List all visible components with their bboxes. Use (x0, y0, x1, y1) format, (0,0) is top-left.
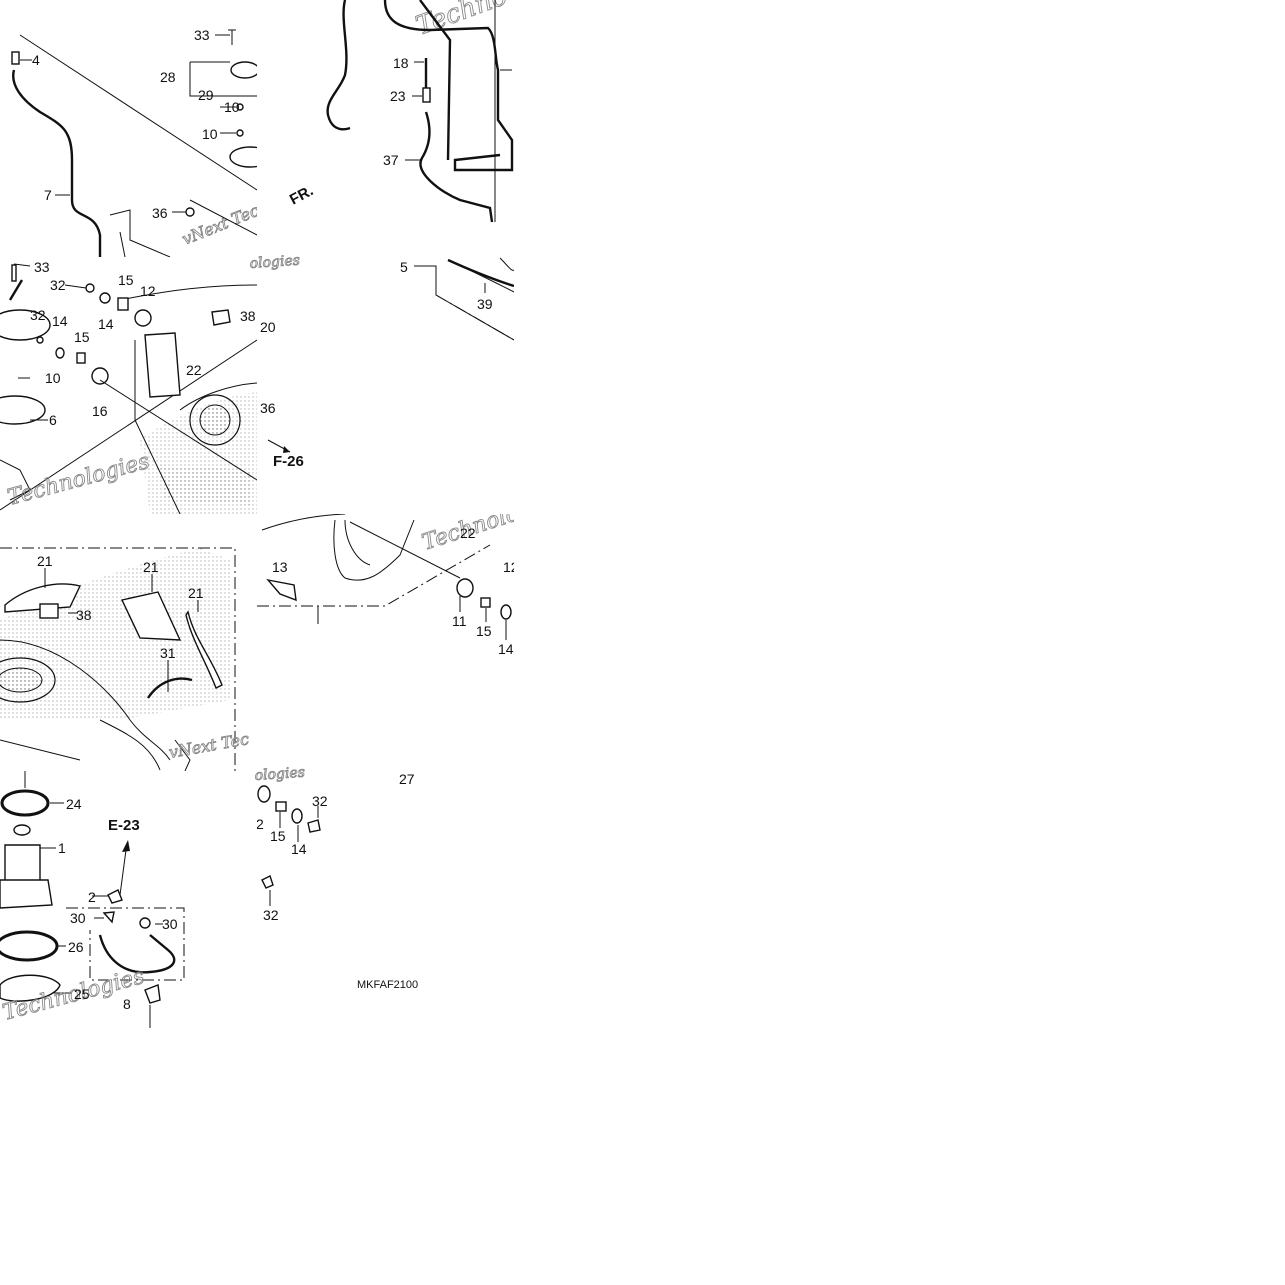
watermark: Technologies (419, 487, 565, 556)
callout-33: 33 (194, 27, 210, 43)
callout-10: 10 (45, 370, 61, 386)
callout-10: 10 (202, 126, 218, 142)
callout-29: 29 (198, 87, 214, 103)
callout-11: 11 (452, 613, 467, 629)
callout-27: 27 (399, 771, 415, 787)
callout-21: 21 (37, 553, 53, 569)
tile-fuel-pump-assembly: Technologies 24 1 2 30 30 26 25 8 (0, 771, 185, 1028)
callout-14: 14 (498, 641, 514, 657)
callout-10: 10 (224, 99, 240, 115)
callout-22: 22 (186, 362, 202, 378)
callout-30: 30 (70, 910, 86, 926)
callout-26: 26 (68, 939, 84, 955)
callout-25: 25 (74, 986, 90, 1002)
front-indicator: FR. (287, 182, 316, 208)
callout-21: 21 (188, 585, 204, 601)
callout-2: 2 (256, 816, 264, 832)
tile-fuel-tank-left: Technologies 33 32 15 12 14 32 14 15 10 … (0, 259, 257, 514)
callout-32: 32 (263, 907, 279, 923)
tile-vent-hoses: Techno 18 23 37 (326, 0, 514, 223)
watermark: ologies (254, 765, 305, 784)
callout-21: 21 (143, 559, 159, 575)
reference-e23: E-23 (108, 817, 140, 834)
callout-14: 14 (52, 313, 68, 329)
watermark: Techno (412, 0, 511, 42)
callout-32: 32 (312, 793, 328, 809)
tile-tank-seal: 5 39 (400, 257, 514, 341)
callout-14: 14 (98, 316, 114, 332)
callout-15: 15 (118, 272, 134, 288)
callout-15: 15 (270, 828, 286, 844)
callout-2: 2 (88, 889, 96, 905)
diagram-code: MKFAF2100 (357, 979, 418, 991)
callout-38: 38 (240, 308, 256, 324)
tile-fuel-pump-top: vNext Tec 33 4 28 29 10 10 7 36 (11, 27, 257, 257)
callout-24: 24 (66, 796, 82, 812)
callout-16: 16 (92, 403, 108, 419)
callout-32: 32 (30, 307, 46, 323)
callout-38: 38 (76, 607, 92, 623)
tile-tank-mounts: Technologies 22 12 13 11 15 14 (257, 487, 565, 657)
callout-22: 22 (460, 525, 476, 541)
tile-mount-bolts: 27 2 32 15 14 32 MKFAF2100 (256, 771, 418, 991)
callout-20: 20 (260, 319, 276, 335)
callout-28: 28 (160, 69, 176, 85)
callout-23: 23 (390, 88, 406, 104)
reference-f26: F-26 (273, 453, 304, 470)
callout-15: 15 (476, 623, 492, 639)
callout-13: 13 (272, 559, 288, 575)
callout-5: 5 (400, 259, 408, 275)
callout-39: 39 (477, 296, 493, 312)
callout-12: 12 (140, 283, 156, 299)
callout-12: 12 (503, 559, 519, 575)
callout-7: 7 (44, 187, 52, 203)
watermark: ologies (249, 253, 300, 272)
callout-4: 4 (32, 52, 40, 68)
callout-37: 37 (383, 152, 399, 168)
callout-36: 36 (260, 400, 276, 416)
callout-8: 8 (123, 996, 131, 1012)
callout-32: 32 (50, 277, 66, 293)
callout-15: 15 (74, 329, 90, 345)
callout-33: 33 (34, 259, 50, 275)
callout-6: 6 (49, 412, 57, 428)
callout-30: 30 (162, 916, 178, 932)
callout-36: 36 (152, 205, 168, 221)
callout-18: 18 (393, 55, 409, 71)
callout-31: 31 (160, 645, 176, 661)
tile-fuel-tank-body: vNext Tec 21 21 21 38 31 (0, 547, 251, 771)
callout-14: 14 (291, 841, 307, 857)
watermark: vNext Tec (167, 729, 250, 762)
callout-1: 1 (58, 840, 66, 856)
